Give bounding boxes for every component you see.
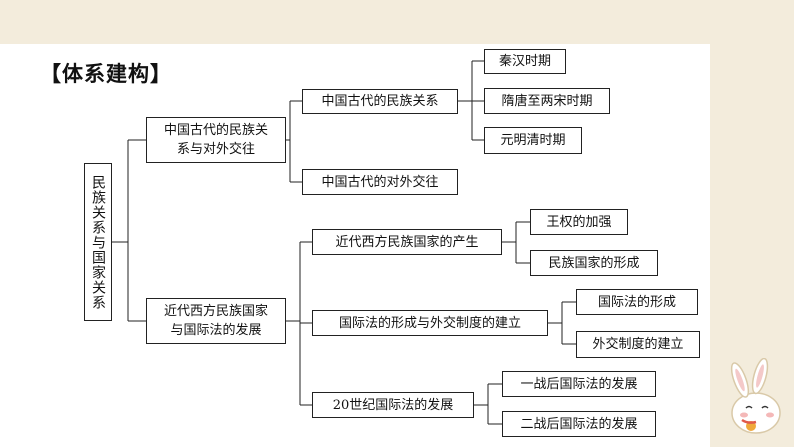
node-ancient-ethnic-relations: 中国古代的民族关系 [302,89,458,114]
node-nation-state-origin: 近代西方民族国家的产生 [312,229,502,255]
node-20th-century-intl-law: 20世纪国际法的发展 [312,392,474,418]
leaf-royal-power: 王权的加强 [530,209,628,235]
leaf-nation-state-formation: 民族国家的形成 [530,250,658,276]
leaf-sui-tang-song: 隋唐至两宋时期 [484,88,610,114]
leaf-yuan-ming-qing: 元明清时期 [484,127,582,154]
node-ancient-foreign-exchange: 中国古代的对外交往 [302,169,458,195]
node-intl-law-diplomacy: 国际法的形成与外交制度的建立 [312,310,548,336]
leaf-qin-han: 秦汉时期 [484,49,566,74]
leaf-post-ww1-law: 一战后国际法的发展 [502,371,656,397]
leaf-intl-law-formation: 国际法的形成 [576,289,698,315]
rabbit-mascot-icon [730,358,781,434]
branch-modern-west: 近代西方民族国家与国际法的发展 [146,298,286,344]
root-node: 民族关系与国家关系 [84,163,112,321]
leaf-post-ww2-law: 二战后国际法的发展 [502,411,656,437]
branch-ancient-china: 中国古代的民族关系与对外交往 [146,117,286,163]
section-heading: 【体系建构】 [40,62,172,86]
leaf-diplomatic-system: 外交制度的建立 [576,331,700,358]
